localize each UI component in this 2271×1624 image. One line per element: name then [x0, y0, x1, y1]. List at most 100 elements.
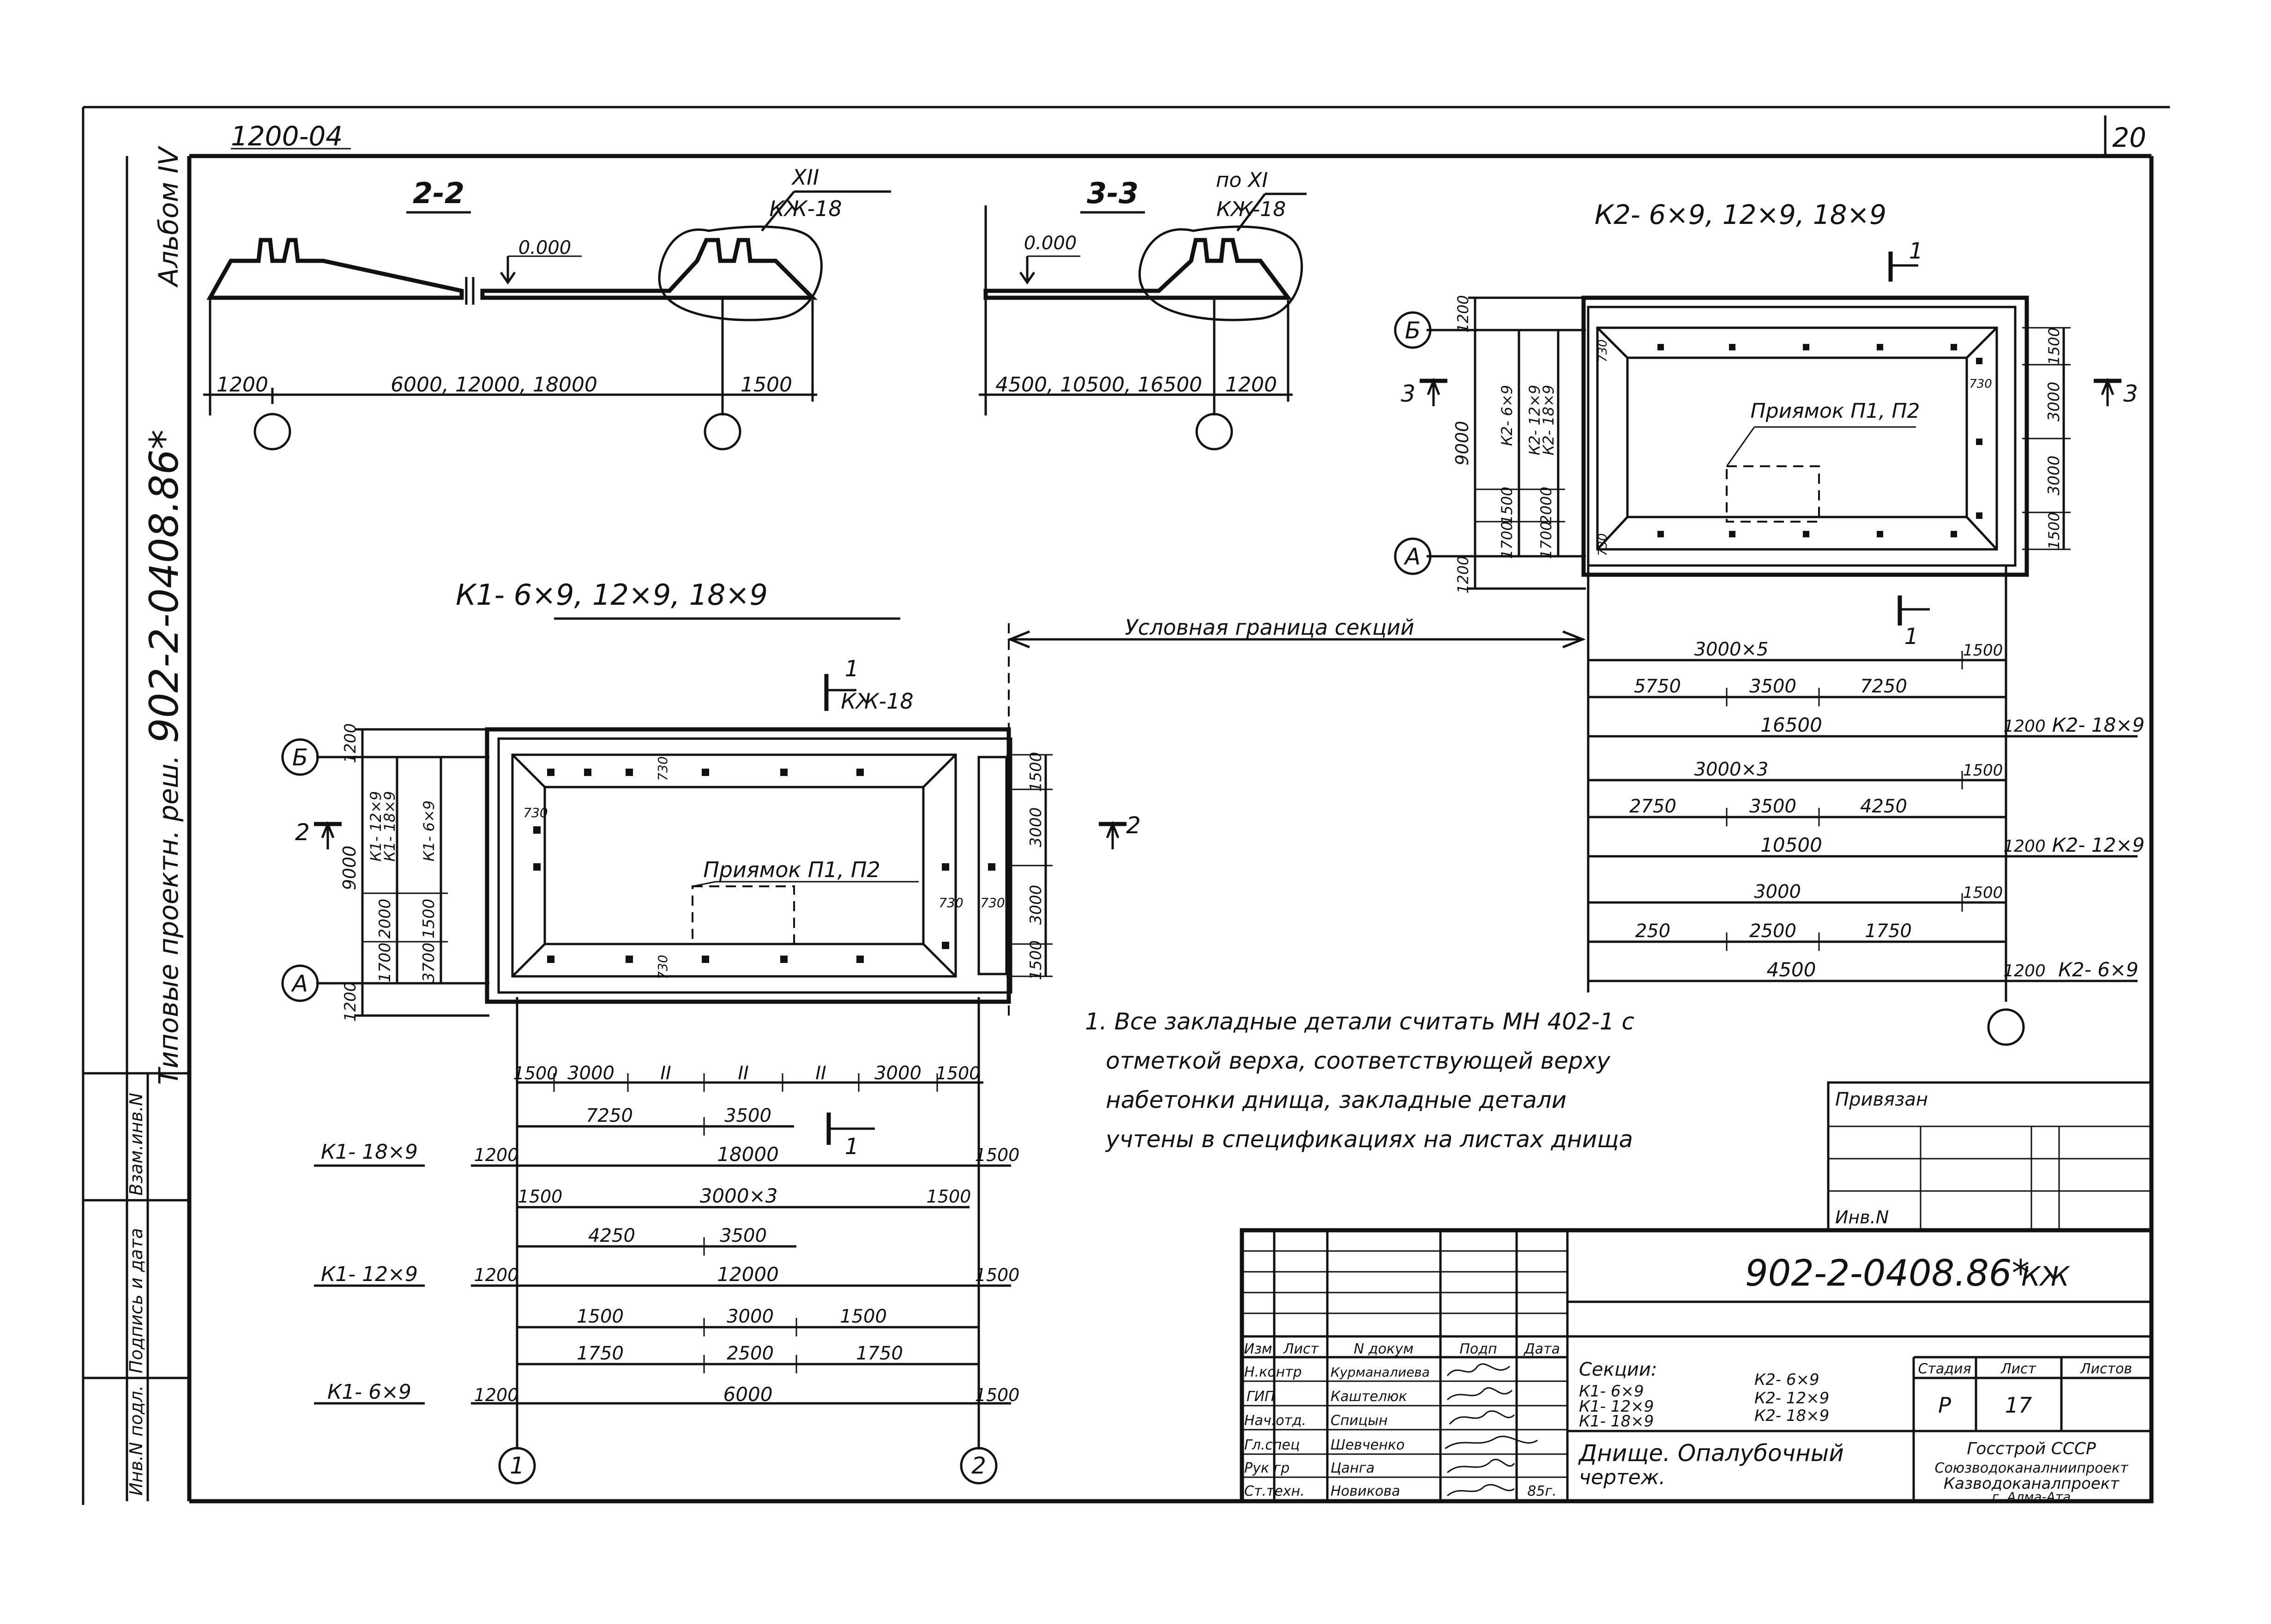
- plan-k1-dim-left-2000: 2000: [376, 899, 394, 939]
- note-line-1: 1. Все закладные детали считать МН 402-1…: [1085, 1008, 1634, 1035]
- tb-org-2: Союзводоканалниипроект: [1935, 1460, 2129, 1476]
- tb-org-3: Казводоканалпроект: [1944, 1474, 2120, 1493]
- plan-k2-k12-r2-0: 2750: [1629, 796, 1676, 817]
- series-label: Типовые проектн. реш.: [153, 755, 184, 1085]
- bind-block: [1827, 1081, 2153, 1232]
- plan-k1-k12-total: 12000: [717, 1263, 779, 1286]
- plan-k2-axis-a: А: [1404, 543, 1421, 570]
- plan-k2-axis-b: Б: [1405, 317, 1421, 344]
- plan-k1-row1500-1: 3000: [727, 1306, 774, 1327]
- plan-k2-k12-r3-1: 1200: [2003, 837, 2046, 856]
- plan-k1-row-top-2: II: [660, 1063, 671, 1084]
- plan-k2-k18-r1-0: 3000×5: [1694, 639, 1769, 660]
- tb-role-4: Гл.спец: [1244, 1437, 1300, 1453]
- plan-k1-dim-left-3700: 3700: [420, 943, 438, 983]
- plan-k1-row1750-1: 2500: [727, 1343, 774, 1364]
- left-strip: [83, 156, 189, 1501]
- tb-stage-header: Стадия: [1918, 1361, 1971, 1377]
- plan-k1-row3000x3-1: 3000×3: [700, 1185, 778, 1207]
- tb-org-1: Госстрой СССР: [1967, 1439, 2096, 1458]
- tb-drawing-title-2: чертеж.: [1579, 1466, 1665, 1489]
- title-block: [1240, 1228, 2154, 1504]
- tb-sections-k2-1: К2- 6×9: [1754, 1371, 1819, 1389]
- plan-k2-cut3-right: 3: [2123, 380, 2138, 407]
- section-3-3-dim-main: 4500, 10500, 16500: [995, 373, 1202, 397]
- plan-k1-k18-label: К1- 18×9: [381, 791, 398, 862]
- plan-k2-mark-1: 730: [1596, 339, 1610, 362]
- plan-k1-dim-left-top: 1200: [341, 723, 360, 764]
- section-3-3-title: 3-3: [1087, 176, 1139, 210]
- plan-k1-row-top-0: 1500: [513, 1063, 558, 1083]
- section-3-3-callout-num: по XI: [1216, 168, 1268, 192]
- section-3-3-callout-code: КЖ-18: [1217, 198, 1286, 221]
- plan-k2-k18-r1-1: 1500: [1963, 641, 2003, 660]
- plan-k1-dim-right-1: 1500: [1027, 752, 1045, 792]
- plan-k1-row1750-0: 1750: [577, 1343, 624, 1364]
- plan-k2-dim-left-1700a: 1700: [1498, 521, 1516, 559]
- plan-k1-mark-1: 730: [655, 756, 670, 781]
- plan-k2-k6-r2-1: 2500: [1749, 920, 1796, 942]
- plan-k1-dim-left-9000: 9000: [339, 846, 360, 890]
- plan-k1-dim-left-1700: 1700: [376, 943, 394, 983]
- plan-k1-row1500-0: 1500: [577, 1306, 624, 1327]
- tb-head-date: Дата: [1523, 1341, 1560, 1357]
- plan-k1-row2-0: 7250: [586, 1105, 633, 1126]
- plan-k1-row-top-1: 3000: [567, 1063, 614, 1084]
- plan-k1-k18-left: 1200: [474, 1145, 519, 1165]
- plan-k1-cut2-left: 2: [295, 819, 310, 846]
- sheet-number: 20: [2112, 122, 2146, 153]
- tb-name-3: Спицын: [1331, 1413, 1388, 1429]
- plan-k2-k18-r3-0: 16500: [1760, 714, 1822, 736]
- plan-k1-title: К1- 6×9, 12×9, 18×9: [456, 578, 768, 612]
- plan-k1-k12-right: 1500: [975, 1265, 1020, 1285]
- tb-role-3: Нач.отд.: [1244, 1413, 1306, 1429]
- title-block-mark: КЖ: [2021, 1261, 2070, 1292]
- plan-k2-k12-r3-2: К2- 12×9: [2052, 834, 2144, 856]
- tb-role-6: Ст.техн.: [1244, 1483, 1305, 1499]
- plan-k2-mark-2: 730: [1969, 377, 1992, 391]
- plan-k2-cut3-left: 3: [1401, 380, 1416, 407]
- plan-k2-title: К2- 6×9, 12×9, 18×9: [1595, 199, 1886, 230]
- plan-k1-mark-3: 730: [939, 895, 963, 910]
- signature-marks: [1445, 1363, 1538, 1497]
- plan-k1-row3000x3-2: 1500: [927, 1186, 971, 1207]
- plan-k2-k12-r1-1: 1500: [1963, 761, 2003, 780]
- plan-k2-k18-r2-2: 7250: [1860, 676, 1907, 697]
- tb-head-doc: N докум: [1354, 1341, 1414, 1357]
- plan-k2-k6-r3-1: 1200: [2003, 962, 2046, 980]
- plan-k2-k6-r3-0: 4500: [1767, 958, 1816, 981]
- plan-k2-k6-r3-2: К2- 6×9: [2058, 958, 2138, 981]
- plan-k2-cut-top: 1: [1909, 238, 1923, 264]
- plan-k1-cut-code: КЖ-18: [841, 689, 913, 714]
- tb-head-list: Лист: [1283, 1341, 1319, 1357]
- plan-k1-cut-num: 1: [845, 656, 859, 682]
- plan-k1-mark-5: 730: [655, 955, 670, 979]
- plan-k2-k18-r3-2: К2- 18×9: [2052, 714, 2144, 736]
- tb-sections-k1-1: К1- 6×9: [1579, 1382, 1644, 1401]
- sheet-frame: [82, 106, 2170, 1505]
- plan-k2-k18-r2-0: 5750: [1634, 676, 1681, 697]
- plan-k2-dim-left-1500: 1500: [1498, 487, 1516, 524]
- plan-k2-dim-left-1700b: 1700: [1537, 521, 1555, 559]
- plan-k2-dim-right-4: 1500: [2045, 512, 2063, 549]
- plan-k1-row-top-4: II: [815, 1063, 826, 1084]
- plan-k1-k6-right: 1500: [975, 1385, 1020, 1405]
- plan-k1-row3000x3-0: 1500: [518, 1186, 563, 1207]
- plan-k2-dim-left-2000: 2000: [1537, 487, 1555, 524]
- section-2-2-dim-1500: 1500: [741, 373, 792, 397]
- plan-k1-k12-label-row: К1- 12×9: [321, 1263, 418, 1286]
- tb-sections-k2-2: К2- 12×9: [1754, 1389, 1829, 1407]
- plan-k1-k6-total: 6000: [723, 1383, 773, 1406]
- plan-k1-row2-1: 3500: [724, 1105, 771, 1126]
- plan-k2-k18-r3-1: 1200: [2003, 717, 2046, 736]
- tb-sections-k1-2: К1- 12×9: [1579, 1397, 1654, 1416]
- plan-k1-dim-left-1500: 1500: [420, 899, 438, 939]
- bind-block-inv: Инв.N: [1835, 1207, 1889, 1227]
- title-block-code: 902-2-0408.86*: [1745, 1253, 2030, 1294]
- section-boundary: [1007, 623, 1586, 1016]
- plan-k1-row1750-2: 1750: [856, 1343, 903, 1364]
- tb-sheets-header: Листов: [2080, 1361, 2132, 1377]
- section-2-2-title: 2-2: [413, 176, 464, 210]
- plan-k1-pit-label: Приямок П1, П2: [703, 857, 880, 882]
- plan-k1-dim-right-3: 3000: [1027, 885, 1045, 925]
